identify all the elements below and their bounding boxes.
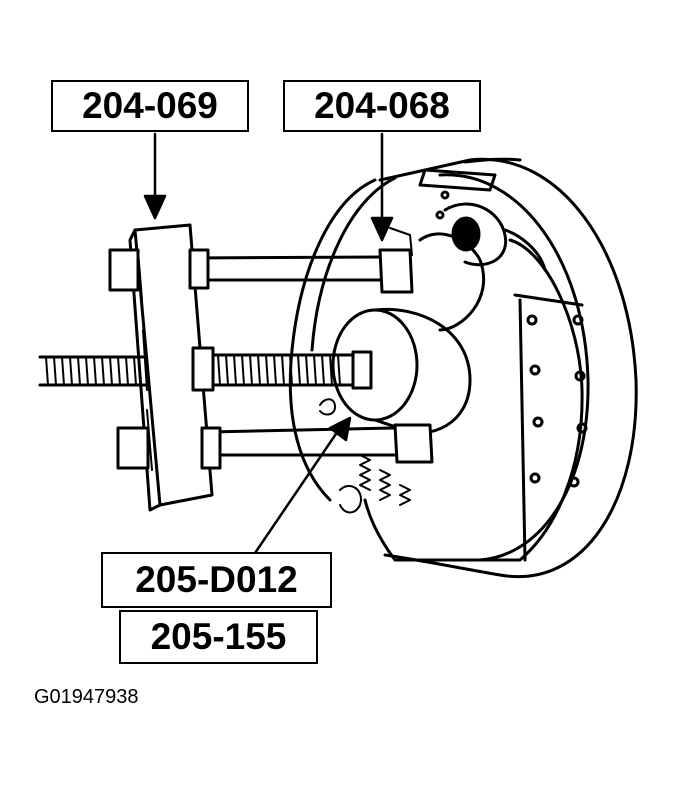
callout-205-D012: 205-D012 (101, 552, 332, 608)
figure-id: G01947938 (34, 686, 139, 708)
callout-204-068: 204-068 (283, 80, 481, 132)
brake-shoe (363, 238, 588, 562)
springs (319, 398, 411, 514)
forcing-screw (38, 346, 373, 392)
leader-arrows (143, 132, 394, 555)
callout-204-069: 204-069 (51, 80, 249, 132)
lower-rod (116, 423, 434, 470)
arrow-205-D012 (253, 426, 342, 555)
upper-rod (108, 227, 414, 294)
callout-205-155: 205-155 (119, 610, 318, 664)
anchor-pin (418, 168, 547, 332)
